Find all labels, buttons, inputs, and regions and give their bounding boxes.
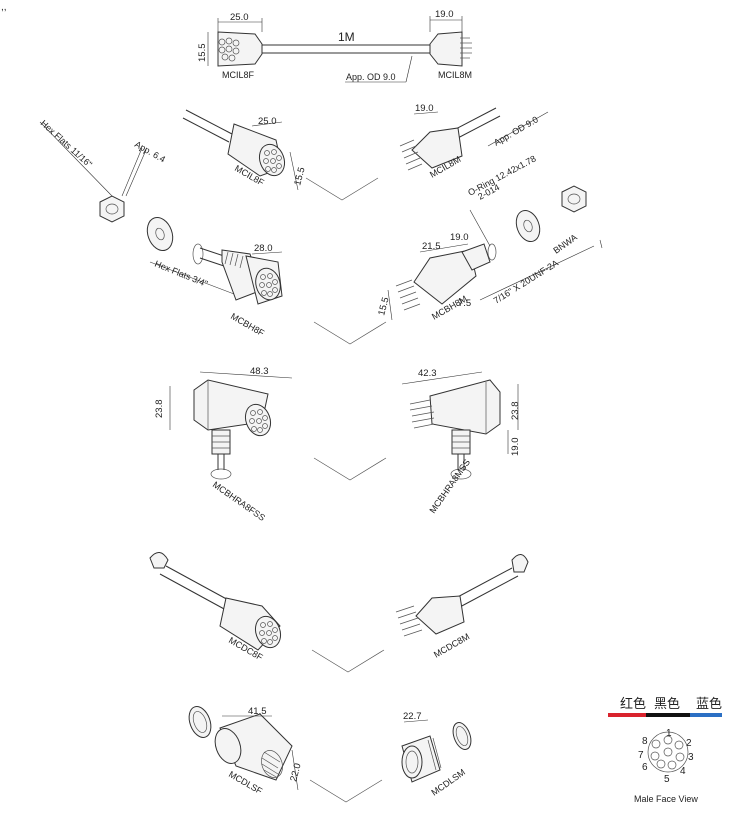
dim-ra-right-height2: 19.0 [510,438,521,457]
ra-left-label: MCBHRA8FSS [211,479,267,522]
pin-label-7: 7 [638,750,644,761]
legend-red-bar [608,713,646,717]
dim-top-right-width: 19.0 [435,9,454,20]
top-left-label: MCIL8F [222,70,255,80]
washer-label: BNWA [551,232,579,255]
pin-circle-2 [674,740,684,750]
pin-circle-4 [667,760,677,770]
inline-od-note: App. OD 9.0 [492,114,540,147]
pin-label-8: 8 [642,736,648,747]
top-right-label: MCIL8M [438,70,472,80]
dim-inline-left-width: 25.0 [258,116,277,127]
bulkhead-hex-flats: Hex Flats 3/4" [153,259,209,289]
dim-bulkhead-right-w1: 21.5 [422,241,441,252]
oring-spec: O-Ring 12.42x1.78 [466,153,537,197]
dim-bulkhead-right-w2: 19.0 [450,232,469,243]
pin-label-5: 5 [664,774,670,785]
legend-red-label: 红色 [620,696,646,711]
legend-black-bar [646,713,690,717]
dim-ra-left-width: 48.3 [250,366,269,377]
dim-lock-right-width: 22.7 [403,711,422,722]
dim-top-left-width: 25.0 [230,12,249,23]
dim-inline-right-width: 19.0 [415,103,434,114]
right-angle-row: 48.3 23.8 MCBHRA8FSS 42.3 23.8 19.0 MCBH… [154,366,521,523]
dim-bulkhead-left-width: 28.0 [254,243,273,254]
dim-top-left-height: 15.5 [197,44,208,63]
pin-circle-8 [663,747,673,757]
pin-label-6: 6 [642,762,648,773]
dim-bulkhead-right-pin: 7.5 [458,298,471,309]
pin-label-4: 4 [680,766,686,777]
pin-circle-3 [675,752,685,762]
dummy-cap-row: MCDC8F MCDC8M [149,552,529,673]
dim-lock-left-width: 41.5 [248,706,267,717]
bulkhead-row: 28.0 Hex Flats 3/4" MCBH8F 21.5 19.0 15.… [149,153,603,345]
bulkhead-left-label: MCBH8F [229,311,266,338]
inline-row: 25.0 15.5 MCIL8F 19.0 App. OD 9.0 MCIL8M [182,103,549,201]
dim-ra-right-width: 42.3 [418,368,437,379]
pin-circle-7 [651,739,661,749]
dim-ra-left-height: 23.8 [154,400,165,419]
top-od-note: App. OD 9.0 [346,72,396,82]
dim-ra-right-height: 23.8 [510,402,521,421]
corner-mark: ,, [1,2,7,13]
top-cable-assembly: 25.0 15.5 19.0 1M App. OD 9.0 MCIL8F MCI… [197,9,472,83]
thread-spec: 7/16" X 20UNF-2A [492,258,560,306]
hex-nut-left: Hex Flats 11/16" App. 6.4 [39,118,174,251]
cable-length: 1M [338,30,355,44]
pin-label-3: 3 [688,752,694,763]
pin-circle-6 [650,751,660,761]
pin-circle-1 [663,735,673,745]
pin-circle-5 [656,759,666,769]
pin-legend: 红色 黑色 蓝色 1 2 3 4 5 6 7 8 Male Face View [608,696,722,804]
legend-black-label: 黑色 [654,696,680,711]
legend-caption: Male Face View [634,794,698,804]
dim-bulkhead-right-height: 15.5 [376,296,391,317]
face-outline [647,731,689,773]
dim-lock-left-height: 22.0 [288,762,303,783]
legend-blue-label: 蓝色 [696,696,722,711]
hex-flats-left: Hex Flats 11/16" [39,118,94,169]
pin-label-2: 2 [686,738,692,749]
ra-right-label: MCBHRA8MSS [427,457,472,515]
locking-sleeve-row: 41.5 22.0 MCDLSF 22.7 MCDLSM [188,706,472,803]
dim-inline-left-height: 15.5 [292,166,307,187]
pin-label-1: 1 [666,728,672,739]
dummy-right-label: MCDC8M [432,631,471,659]
hex-app-left: App. 6.4 [133,139,167,164]
legend-blue-bar [690,713,722,717]
